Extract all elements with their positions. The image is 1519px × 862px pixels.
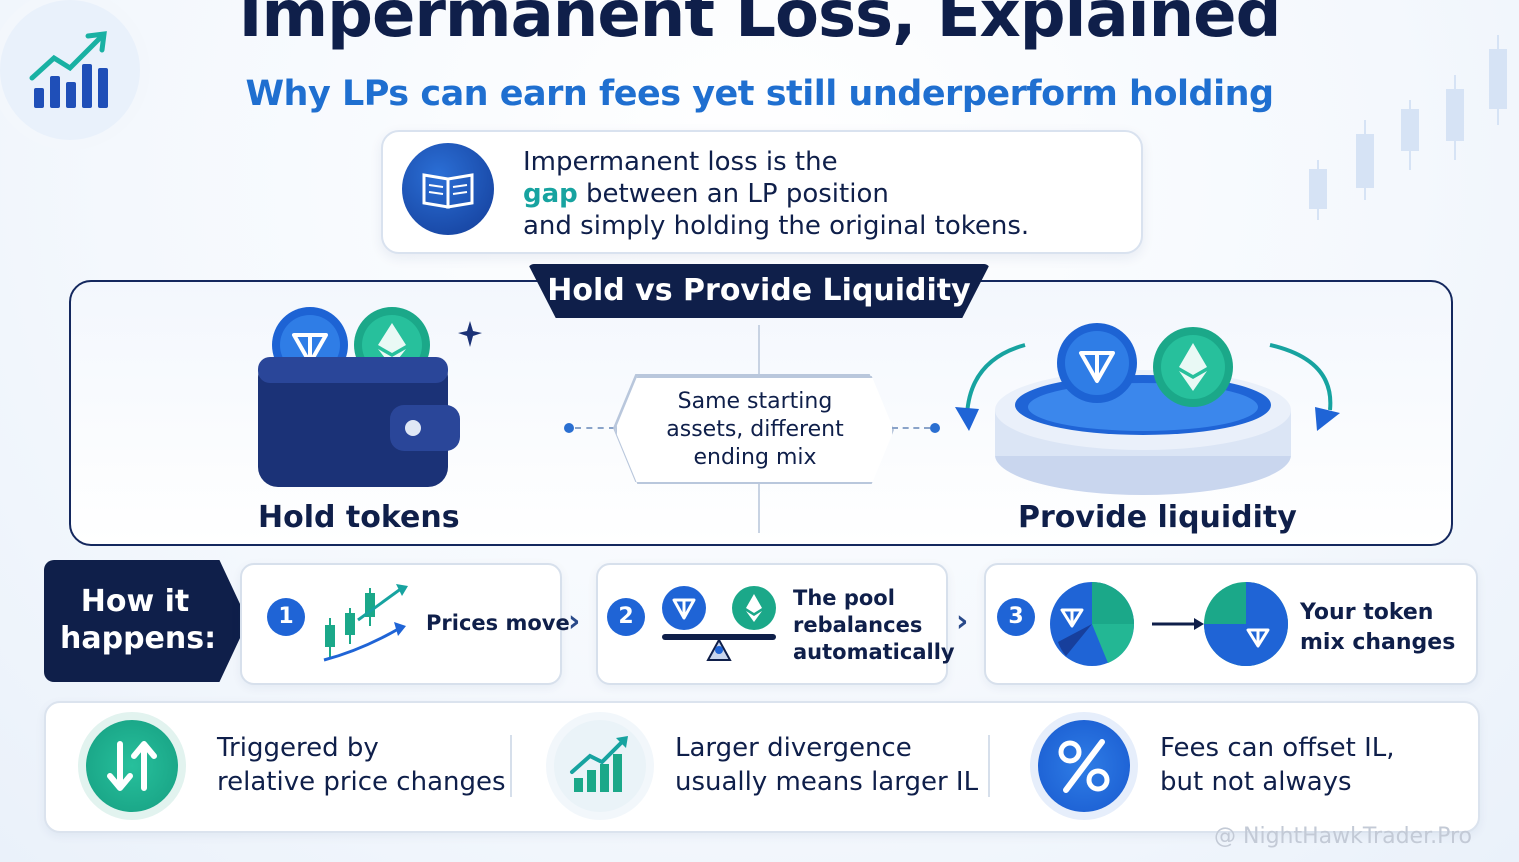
candlestick-chart-icon bbox=[323, 584, 408, 662]
page-subtitle: Why LPs can earn fees yet still underper… bbox=[245, 74, 1274, 114]
growth-chart-icon bbox=[554, 720, 646, 812]
bar-chart-logo-icon bbox=[29, 31, 108, 108]
step-1-text: Prices move bbox=[426, 611, 570, 635]
percent-icon bbox=[1038, 720, 1130, 812]
book-icon bbox=[402, 143, 494, 235]
definition-highlight: gap bbox=[523, 179, 578, 209]
chevron-right-icon: › bbox=[568, 604, 581, 639]
step-1-number: 1 bbox=[267, 598, 305, 636]
facts-panel bbox=[44, 701, 1480, 833]
connector-dot-right bbox=[930, 423, 940, 433]
how-it-happens-label: How it happens: bbox=[60, 584, 217, 656]
connector-line-left bbox=[575, 427, 615, 429]
comparison-banner bbox=[528, 264, 990, 318]
connector-line-right bbox=[892, 427, 930, 429]
facts-divider bbox=[510, 735, 512, 797]
step-3-number: 3 bbox=[997, 598, 1035, 636]
facts-divider bbox=[988, 735, 990, 797]
step-3-text: Your token mix changes bbox=[1300, 600, 1456, 655]
pie-chart-icon bbox=[1050, 582, 1288, 666]
up-down-arrows-icon bbox=[86, 720, 178, 812]
step-2-card bbox=[596, 563, 948, 685]
watermark: @ NightHawkTrader.Pro bbox=[1214, 824, 1473, 849]
comparison-banner-label: Hold vs Provide Liquidity bbox=[547, 273, 971, 308]
step-2-number: 2 bbox=[607, 598, 645, 636]
background-candles-icon bbox=[1309, 35, 1507, 220]
page-title: Impermanent Loss, Explained bbox=[238, 0, 1282, 52]
wallet-icon bbox=[258, 307, 482, 487]
hold-tokens-label: Hold tokens bbox=[258, 500, 460, 535]
fact-1-text: Triggered by relative price changes bbox=[217, 733, 506, 797]
connector-dot-left bbox=[564, 423, 574, 433]
definition-card bbox=[381, 130, 1143, 254]
center-label-box bbox=[615, 376, 894, 484]
chevron-right-icon: › bbox=[956, 604, 969, 639]
fact-2-text: Larger divergence usually means larger I… bbox=[675, 733, 979, 797]
liquidity-pool-icon bbox=[955, 323, 1340, 495]
definition-text: Impermanent loss is the gap between an L… bbox=[523, 147, 1030, 241]
step-2-text: The pool rebalances automatically bbox=[793, 586, 955, 664]
provide-liquidity-label: Provide liquidity bbox=[1018, 500, 1297, 535]
center-label-text: Same starting assets, different ending m… bbox=[666, 389, 844, 470]
how-it-happens-label-box bbox=[44, 560, 248, 682]
balance-scale-icon bbox=[662, 586, 776, 661]
fact-3-text: Fees can offset IL, but not always bbox=[1160, 733, 1395, 797]
